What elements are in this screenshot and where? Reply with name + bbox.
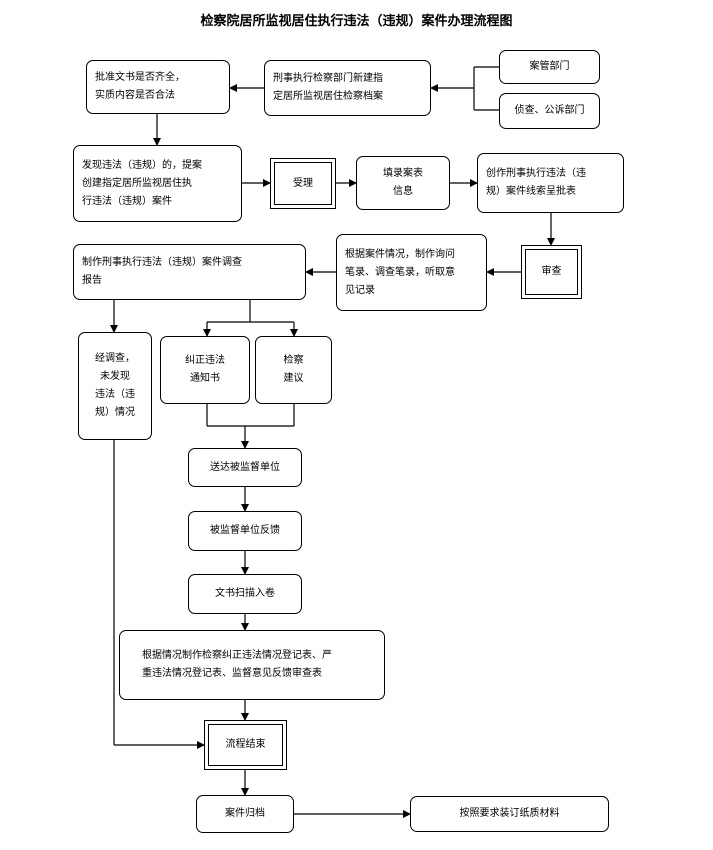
node-approval-check: 批准文书是否齐全， 实质内容是否合法 [86,60,230,114]
node-no-violation-found: 经调查， 未发现 违法（违 规）情况 [78,332,152,440]
node-investigation-report: 制作刑事执行违法（违规）案件调查 报告 [73,244,306,300]
page-title: 检察院居所监视居住执行违法（违规）案件办理流程图 [200,14,513,29]
node-case-archive: 案件归档 [196,795,294,833]
node-process-end: 流程结束 [204,720,287,770]
node-review: 审查 [521,245,582,299]
node-correction-notice: 纠正违法 通知书 [160,336,250,404]
node-accept: 受理 [270,158,336,209]
node-bind-paper-materials: 按照要求装订纸质材料 [410,796,609,832]
node-case-management-dept: 案管部门 [499,50,600,84]
node-discover-violation: 发现违法（违规）的，提案 创建指定居所监视居住执 行违法（违规）案件 [73,145,242,222]
node-registration-forms: 根据情况制作检察纠正违法情况登记表、严 重违法情况登记表、监督意见反馈审查表 [119,630,385,700]
node-create-clue-form: 创作刑事执行违法（违 规）案件线索呈批表 [477,153,624,213]
node-make-records: 根据案件情况，制作询问 笔录、调查笔录，听取意 见记录 [336,234,487,311]
node-create-archive: 刑事执行检察部门新建指 定居所监视居住检察档案 [264,60,431,116]
node-investigation-prosecution-dept: 侦查、公诉部门 [499,93,600,129]
node-deliver-to-unit: 送达被监督单位 [188,448,302,487]
node-procuratorial-suggestion: 检察 建议 [255,336,332,404]
node-fill-case-info: 填录案表 信息 [356,156,450,210]
node-scan-documents: 文书扫描入卷 [188,574,302,614]
node-unit-feedback: 被监督单位反馈 [188,511,302,551]
